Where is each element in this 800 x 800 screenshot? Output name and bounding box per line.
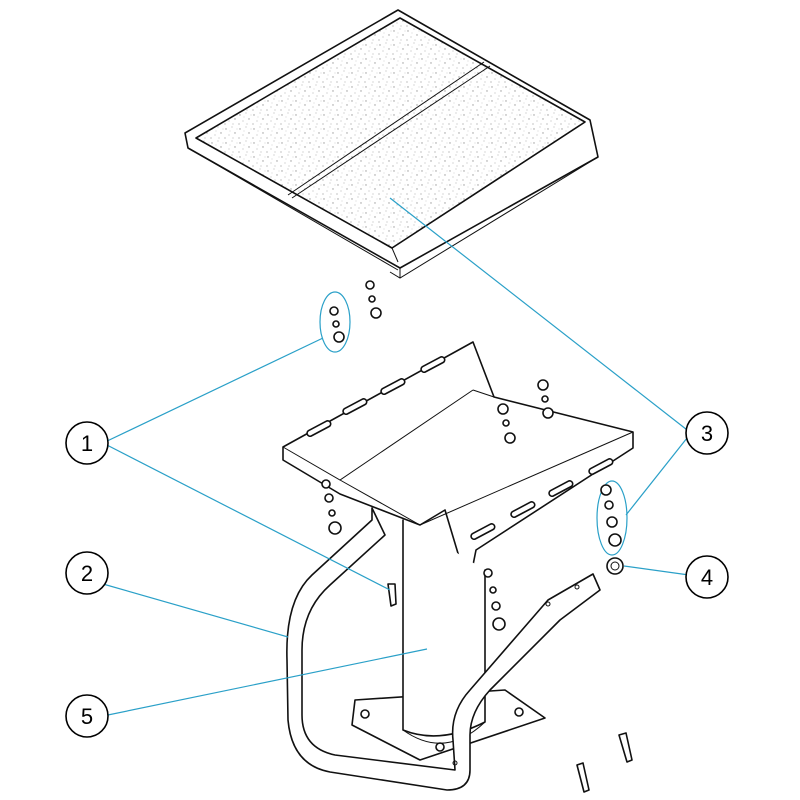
callout-3-label: 3 xyxy=(701,421,713,446)
callout-1: 1 xyxy=(65,421,109,465)
bolt-post-left xyxy=(387,583,397,607)
bracket-slots xyxy=(306,356,614,541)
callout-5: 5 xyxy=(65,694,109,738)
hardware-cluster-right xyxy=(596,480,628,556)
callout-3: 3 xyxy=(685,411,729,455)
callout-4: 4 xyxy=(685,555,729,599)
hardware-cluster-lower-left xyxy=(321,479,342,535)
callout-4-label: 4 xyxy=(701,565,713,590)
callout-2: 2 xyxy=(65,551,109,595)
step-tread xyxy=(184,9,599,279)
bushing-ring xyxy=(606,557,624,575)
hardware-cluster-top-right xyxy=(497,379,554,444)
callout-2-label: 2 xyxy=(81,561,93,586)
callout-1-label: 1 xyxy=(81,431,93,456)
callout-5-label: 5 xyxy=(81,704,93,729)
loose-bolts xyxy=(576,732,633,793)
hardware-cluster-left xyxy=(319,280,382,353)
hardware-post-right xyxy=(483,568,506,631)
leader-lines xyxy=(102,197,692,717)
handrail-frame xyxy=(286,507,601,791)
support-post xyxy=(351,519,546,761)
